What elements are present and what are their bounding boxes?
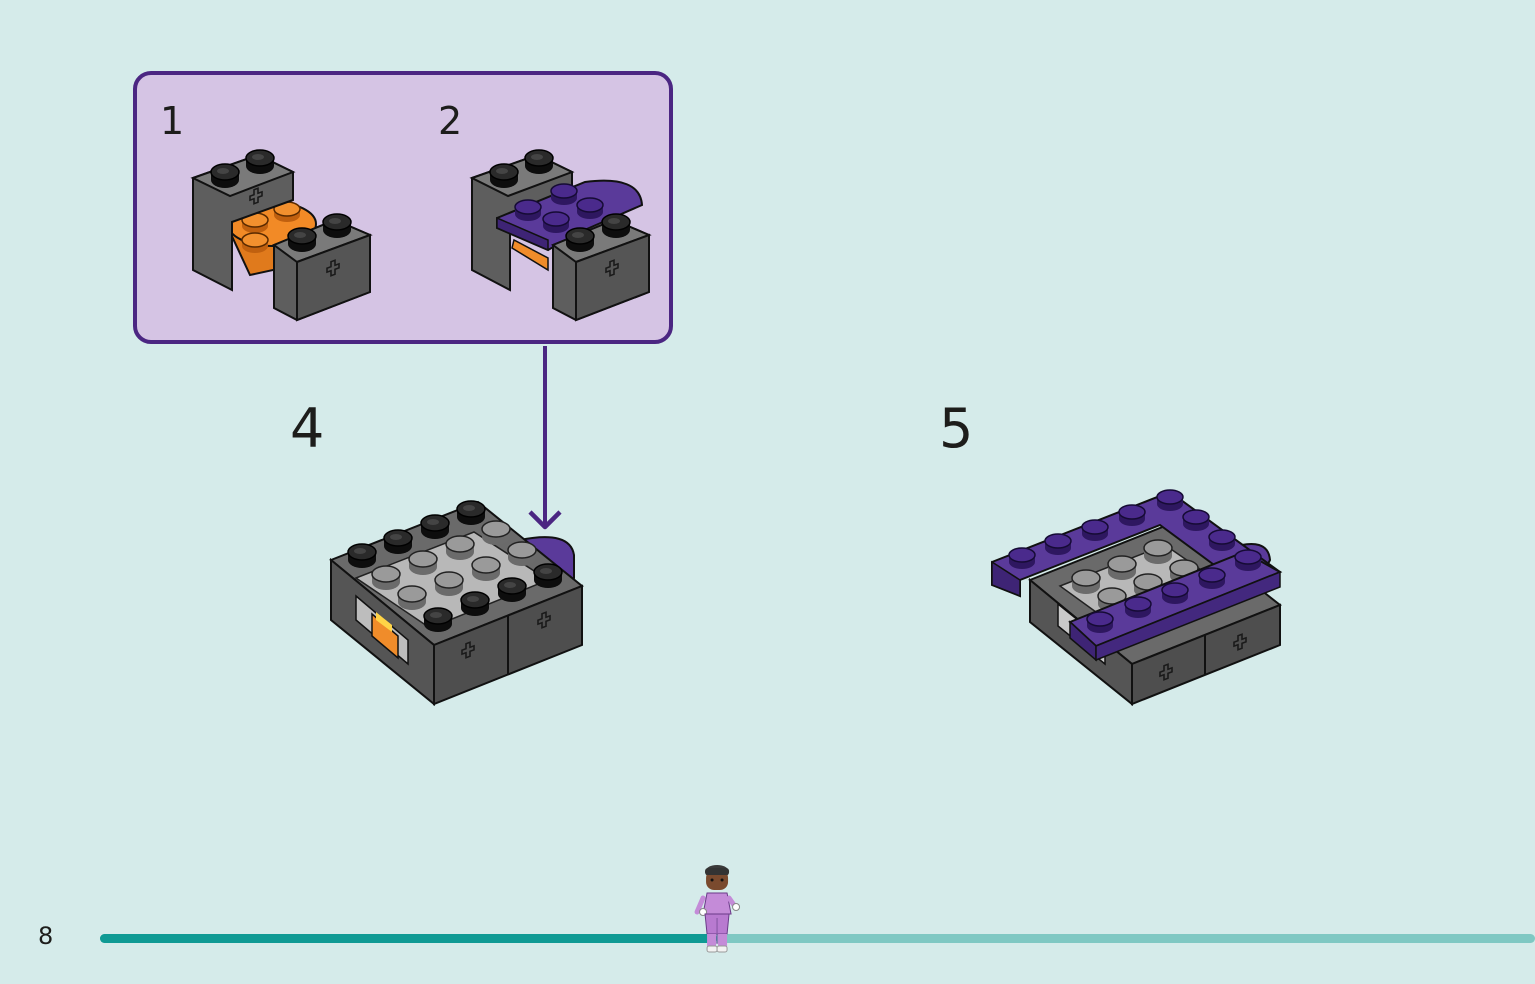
minifigure-icon [694,865,741,953]
page-number: 8 [38,922,54,950]
step-number-5: 5 [939,397,974,460]
substep-number-2: 2 [438,99,463,143]
step-5-model [991,489,1283,707]
substep-number-1: 1 [160,99,185,143]
substep-1-model [190,149,373,322]
step-4-model [329,500,584,707]
step-number-4: 4 [290,397,325,460]
substep-2-model [469,149,652,322]
progress-fill [100,934,718,943]
arrow-down-icon [528,346,562,530]
progress-bar [100,934,1535,943]
